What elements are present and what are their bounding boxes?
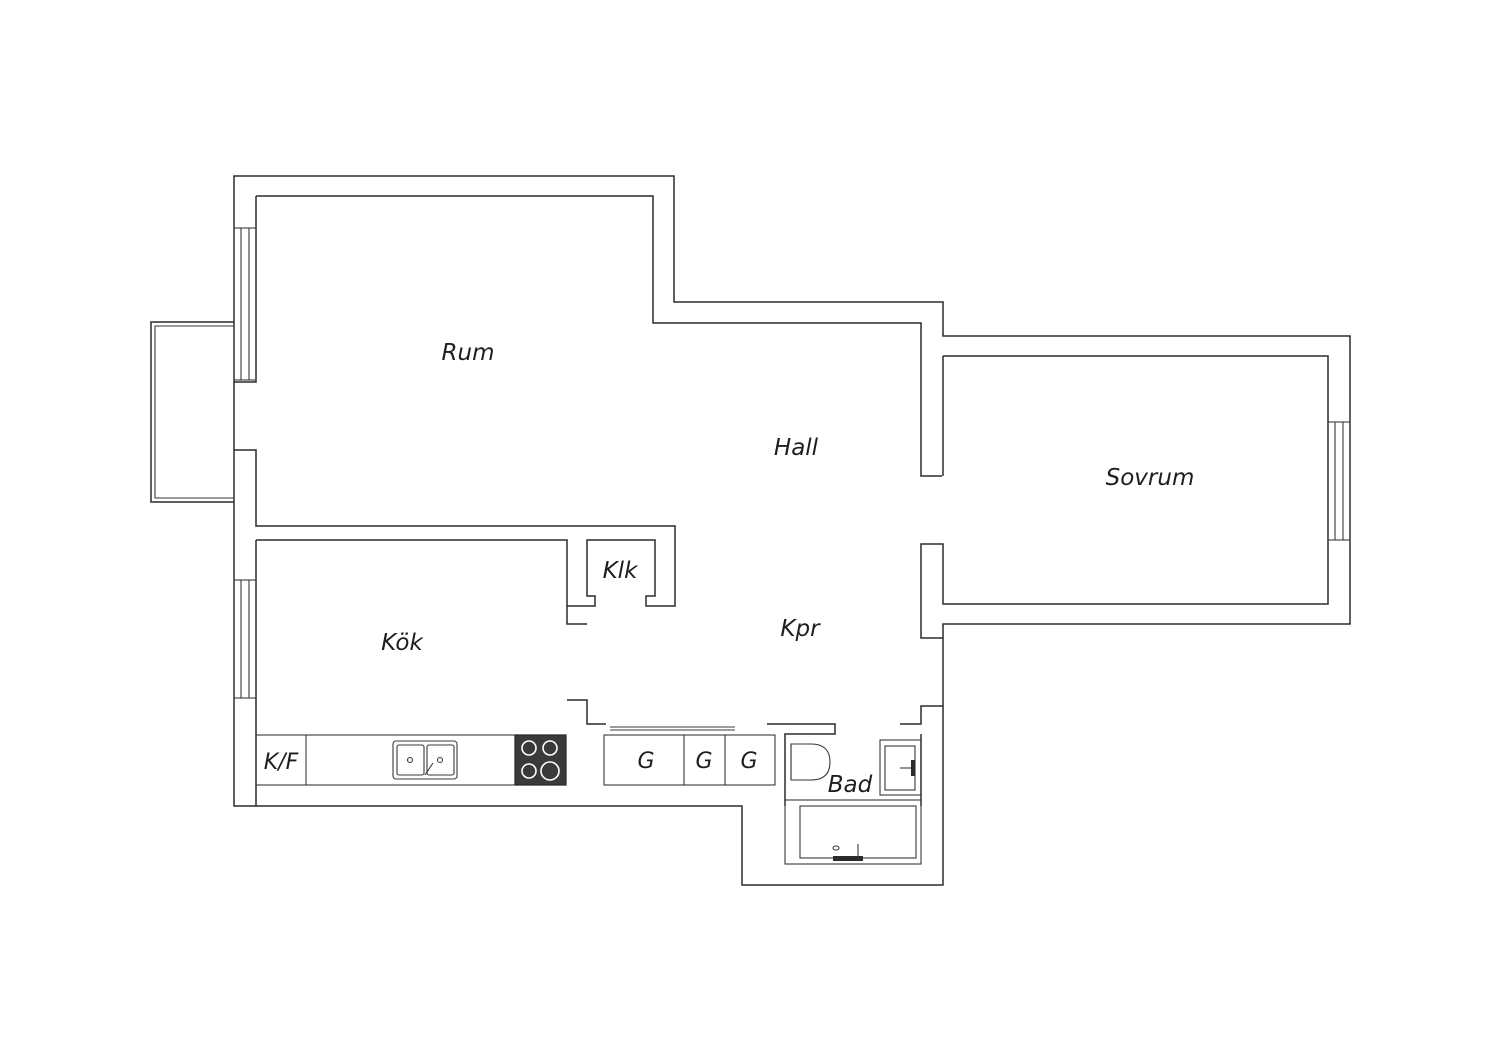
room-label-bad: Bad	[828, 772, 873, 798]
window-sovrum	[1327, 421, 1351, 541]
bathtub-faucet-icon	[832, 844, 863, 861]
washbasin-icon	[879, 739, 922, 796]
fixture-label-g1: G	[637, 749, 654, 774]
fixture-label-kf: K/F	[264, 750, 299, 775]
bathroom	[784, 799, 922, 865]
sink-icon	[392, 740, 458, 780]
outer-walls	[233, 175, 1351, 886]
toilet-icon	[790, 743, 831, 781]
stove-icon	[514, 734, 567, 786]
window-rum	[233, 227, 257, 381]
window-kok	[233, 579, 257, 699]
room-label-kpr: Kpr	[780, 616, 821, 642]
room-label-sovrum: Sovrum	[1106, 465, 1195, 491]
balcony	[150, 321, 234, 503]
sliding-door	[610, 726, 735, 731]
room-label-klk: Klk	[603, 558, 639, 584]
room-label-rum: Rum	[442, 340, 495, 366]
fixture-label-g2: G	[695, 749, 712, 774]
room-label-hall: Hall	[774, 435, 819, 461]
room-label-kok: Kök	[381, 630, 424, 656]
fixture-label-g3: G	[740, 749, 757, 774]
inner-walls	[234, 195, 1329, 806]
wardrobes	[603, 734, 776, 786]
